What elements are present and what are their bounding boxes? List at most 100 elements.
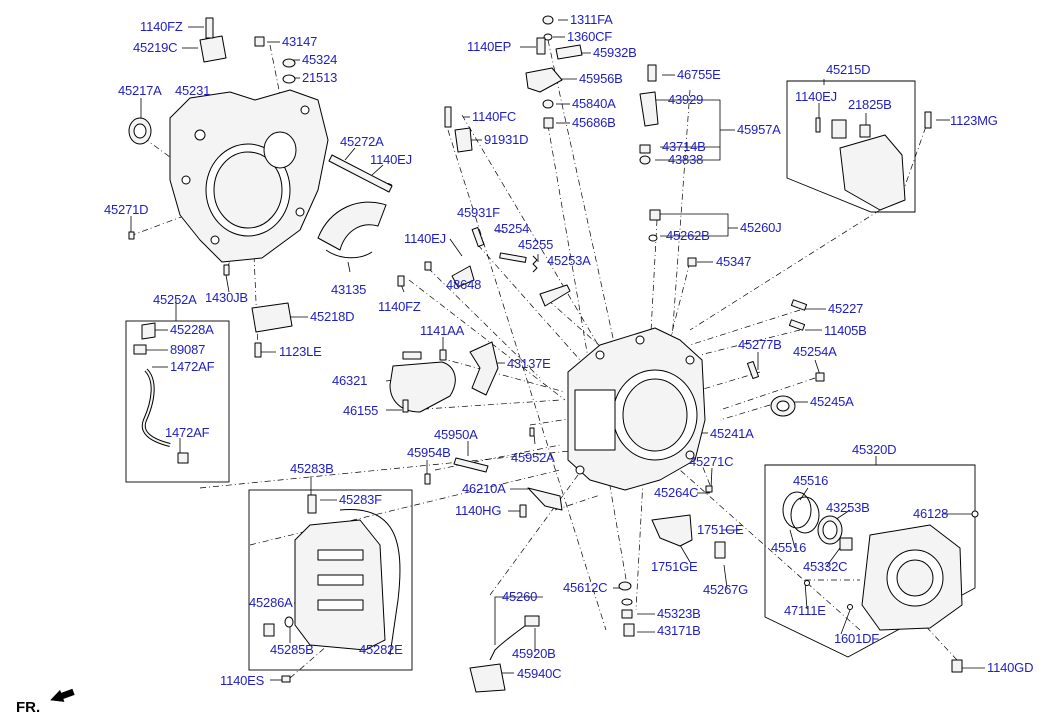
part-label-45218D: 45218D xyxy=(310,309,355,324)
part-label-1430JB: 1430JB xyxy=(205,290,248,305)
part-label-21825B: 21825B xyxy=(848,97,892,112)
part-label-91931D: 91931D xyxy=(484,132,529,147)
part-label-45840A: 45840A xyxy=(572,96,616,111)
part-label-45260: 45260 xyxy=(502,589,538,604)
part-label-1140EJ-b: 1140EJ xyxy=(795,89,837,104)
part-label-1140FC: 1140FC xyxy=(472,109,517,124)
part-label-45950A: 45950A xyxy=(434,427,478,442)
baffle-43135 xyxy=(317,201,387,251)
side-cover-45320D xyxy=(861,524,963,631)
part-label-45215D: 45215D xyxy=(826,62,871,77)
tube-45272A xyxy=(328,154,393,193)
bracket-45219C xyxy=(199,35,227,63)
part-label-46321: 46321 xyxy=(332,373,368,388)
part-label-43171B: 43171B xyxy=(657,623,701,638)
part-label-45254: 45254 xyxy=(494,221,530,236)
hose-fitting-45228A xyxy=(141,322,156,340)
part-label-1140EJ-c: 1140EJ xyxy=(404,231,446,246)
part-label-45241A: 45241A xyxy=(710,426,754,441)
part-label-45516-b: 45516 xyxy=(771,540,807,555)
part-label-46155: 46155 xyxy=(343,403,379,418)
part-label-43714B: 43714B xyxy=(662,139,706,154)
lever-45253A xyxy=(539,284,571,307)
part-label-45286A: 45286A xyxy=(249,595,293,610)
part-label-1140ES: 1140ES xyxy=(220,673,265,688)
hose-kit-box xyxy=(125,320,230,483)
part-label-45253A: 45253A xyxy=(547,253,591,268)
part-label-1751GE-b: 1751GE xyxy=(651,559,698,574)
part-label-45320D: 45320D xyxy=(852,442,897,457)
part-label-1140FZ-b: 1140FZ xyxy=(378,299,421,314)
part-label-43838: 43838 xyxy=(668,152,704,167)
part-label-45271C: 45271C xyxy=(689,454,734,469)
part-label-45271D: 45271D xyxy=(104,202,149,217)
part-label-45940C: 45940C xyxy=(517,666,562,681)
part-label-43147: 43147 xyxy=(282,34,318,49)
part-label-45245A: 45245A xyxy=(810,394,854,409)
part-label-21513: 21513 xyxy=(302,70,338,85)
part-label-43929: 43929 xyxy=(668,92,704,107)
bracket-box xyxy=(786,80,916,213)
part-label-1123LE: 1123LE xyxy=(279,344,322,359)
oil-filter-46321 xyxy=(389,361,456,413)
part-label-45323B: 45323B xyxy=(657,606,701,621)
part-label-45956B: 45956B xyxy=(579,71,623,86)
part-label-45347: 45347 xyxy=(716,254,752,269)
part-label-1472AF-a: 1472AF xyxy=(170,359,215,374)
part-label-45262B: 45262B xyxy=(666,228,710,243)
part-label-45254A: 45254A xyxy=(793,344,837,359)
part-label-46128: 46128 xyxy=(913,506,949,521)
part-label-45219C: 45219C xyxy=(133,40,178,55)
part-label-89087: 89087 xyxy=(170,342,206,357)
part-label-11405B: 11405B xyxy=(824,323,867,338)
part-label-45612C: 45612C xyxy=(563,580,608,595)
oil-pan xyxy=(294,509,401,656)
part-label-45277B: 45277B xyxy=(738,337,782,352)
converter-housing xyxy=(169,89,329,263)
part-label-45957A: 45957A xyxy=(737,122,781,137)
part-label-1140EP: 1140EP xyxy=(467,39,512,54)
part-label-45954B: 45954B xyxy=(407,445,451,460)
part-label-1360CF: 1360CF xyxy=(567,29,613,44)
part-label-45282E: 45282E xyxy=(359,642,403,657)
part-label-43137E: 43137E xyxy=(507,356,551,371)
part-label-45272A: 45272A xyxy=(340,134,384,149)
lever-43929 xyxy=(639,91,659,127)
part-label-1141AA: 1141AA xyxy=(420,323,465,338)
oil-pan-box xyxy=(248,489,413,671)
part-label-1123MG: 1123MG xyxy=(950,113,998,128)
part-label-45252A: 45252A xyxy=(153,292,197,307)
part-label-45931F: 45931F xyxy=(457,205,500,220)
part-label-45686B: 45686B xyxy=(572,115,616,130)
part-label-47111E: 47111E xyxy=(784,603,826,618)
front-arrow-icon xyxy=(50,688,75,702)
part-label-45264C: 45264C xyxy=(654,485,699,500)
part-label-45217A: 45217A xyxy=(118,83,162,98)
part-label-1140HG: 1140HG xyxy=(455,503,502,518)
part-label-45932B: 45932B xyxy=(593,45,637,60)
front-direction-label: FR. xyxy=(16,699,41,716)
part-label-45260J: 45260J xyxy=(740,220,782,235)
bracket-45215D xyxy=(839,134,906,211)
part-label-45231: 45231 xyxy=(175,83,211,98)
part-label-1601DF: 1601DF xyxy=(834,631,880,646)
sensor-45956B xyxy=(525,67,563,93)
part-label-45283F: 45283F xyxy=(339,492,382,507)
part-label-1140FZ: 1140FZ xyxy=(140,19,183,34)
transmission-case xyxy=(567,327,706,491)
part-label-1751GE-a: 1751GE xyxy=(697,522,744,537)
part-label-43253B: 43253B xyxy=(826,500,870,515)
part-label-1140EJ-a: 1140EJ xyxy=(370,152,412,167)
part-label-48648: 48648 xyxy=(446,277,482,292)
bracket-43137E xyxy=(469,341,499,396)
part-label-43135: 43135 xyxy=(331,282,367,297)
part-label-45283B: 45283B xyxy=(290,461,334,476)
part-label-1472AF-b: 1472AF xyxy=(165,425,210,440)
part-label-45332C: 45332C xyxy=(803,559,848,574)
part-label-45285B: 45285B xyxy=(270,642,314,657)
part-label-45920B: 45920B xyxy=(512,646,556,661)
part-label-45952A: 45952A xyxy=(511,450,555,465)
part-label-1311FA: 1311FA xyxy=(570,12,613,27)
bracket-45218D xyxy=(251,302,293,333)
